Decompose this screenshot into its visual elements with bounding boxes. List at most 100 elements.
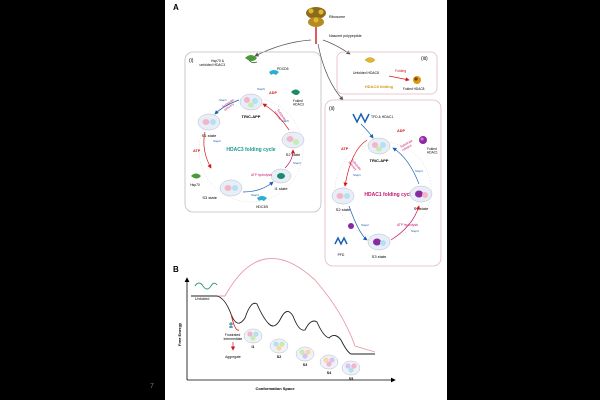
x-axis-label: Conformation Space: [255, 386, 295, 391]
ribosome-icon: [306, 7, 326, 27]
state-label-4: S4: [327, 371, 331, 375]
hdac1-panel: [324, 99, 442, 267]
hdac1-tric-chaperonin: [367, 137, 391, 155]
figure-canvas: A Ribosome Nascent polypeptide (i): [173, 3, 442, 391]
hdac3-i1-chaperonin: [270, 168, 292, 184]
state-chaperonin-4: [319, 354, 339, 370]
hdac1-adp-label: ADP: [397, 129, 405, 133]
hdac1-tric-label: TRiC-APP: [370, 158, 389, 163]
hdac1-arrow-4: [392, 147, 420, 185]
folded-hdac1-line2: HDAC1: [427, 151, 438, 155]
panel-b-label: B: [173, 265, 179, 274]
hdac3-panel: [184, 51, 322, 213]
figure: A Ribosome Nascent polypeptide (i): [165, 0, 447, 400]
hdc35-icon: [257, 196, 267, 201]
hsp70-bottom-icon: [191, 173, 201, 179]
hdac3-cycle-title: HDAC3 folding cycle: [226, 147, 275, 153]
frustrated-label: Frustrated intermediate: [224, 333, 243, 341]
hdac1-arrow-1: [343, 139, 368, 187]
hsp70-hdac3-line2: unfolded HDAC3: [200, 63, 226, 67]
hdac3-atp-label: ATP: [193, 149, 201, 153]
pdcd5-icon: [269, 70, 279, 75]
folded-hdac3-icon: [291, 89, 300, 95]
folded-hdac8-icon: [413, 76, 421, 84]
hdac1-s3-label: S3 state: [372, 254, 387, 259]
state-chaperonin-5: [341, 360, 361, 376]
state-label-3: S3: [303, 363, 307, 367]
folded-hdac8-label: Folded HDAC8: [403, 87, 425, 91]
hdac3-s1-label: S1 state: [202, 133, 217, 138]
state-label-2: S2: [277, 355, 281, 359]
energy-curve-uncatalyzed: [191, 258, 376, 353]
state-chaperonin-2: [269, 338, 289, 354]
folded-hdac1-label: Folded HDAC1: [427, 147, 438, 155]
hdac1-substrate-line2: release: [401, 143, 412, 152]
hdac3-arrow-2: [203, 131, 212, 169]
arrow-to-hdac3: [254, 39, 312, 57]
energy-curve-catalyzed: [191, 295, 375, 355]
page-mark: 7: [150, 383, 154, 390]
hdac8-folding-label: Folding: [395, 69, 406, 73]
state-label-1: I1: [252, 345, 255, 349]
hdac1-substrate-line1: Substrate: [400, 138, 414, 148]
hdac3-s2-label: S2 state: [286, 152, 301, 157]
unfolded-hdac8-label: Unfolded HDAC8: [353, 71, 379, 75]
hdac3-s2-chaperonin: [281, 131, 305, 149]
nascent-label: Nascent polypeptide: [329, 34, 362, 38]
hdac1-intermediate-icon: [348, 223, 354, 229]
hsp70-hdac3-label: Hsp70 & unfolded HDAC3: [200, 59, 226, 67]
hdac3-step-1: Step1: [219, 98, 227, 102]
frustrated-intermediate-icon: [229, 322, 233, 328]
folded-hdac3-line2: HDAC3: [293, 103, 304, 107]
hdac3-substrate-line1: Substrate: [276, 108, 287, 122]
hdac8-cycle-title: HDAC8 folding: [365, 84, 394, 89]
pfd-icon: [334, 236, 348, 246]
folded-hdac1-icon: [419, 136, 427, 144]
hsp70-bottom-label: Hsp70: [190, 183, 200, 187]
hdac1-step-3: Step3: [411, 229, 419, 233]
hdc35-label: HDC3/5: [256, 205, 268, 209]
hdac1-s1-chaperonin: [409, 185, 433, 203]
hdac1-s2-chaperonin: [331, 187, 355, 205]
hdac3-cycle-ring: [198, 97, 304, 203]
panel-a-label: A: [173, 3, 179, 12]
hdac8-roman: (iii): [421, 56, 428, 62]
folded-hdac1-line1: Folded: [427, 147, 437, 151]
frustrated-line1: Frustrated: [225, 333, 241, 337]
hdac3-step-5: Step5: [281, 119, 289, 123]
hdac3-arrow-3: [242, 181, 274, 193]
folded-hdac3-label: Folded HDAC3: [293, 99, 304, 107]
hdac3-tric-chaperonin: [239, 93, 263, 111]
hdac3-s1-chaperonin: [197, 113, 221, 131]
hsp70-hdac3-icon: [245, 55, 258, 64]
tfd-hdac1-icon: [352, 112, 370, 124]
hdac3-s3-label: S3 state: [202, 195, 217, 200]
hdac1-s2-label: S2 state: [336, 207, 351, 212]
hdac1-step-1: Step1: [353, 173, 361, 177]
hdac3-adp-label: ADP: [269, 91, 277, 95]
ribosome-label: Ribosome: [329, 15, 345, 19]
hdac3-step-6: Step6: [257, 87, 265, 91]
state-chaperonin-1: [243, 328, 263, 344]
unfolded-label: Unfolded: [195, 297, 209, 301]
hdac8-panel: [336, 51, 438, 95]
pfd-label: PFD: [338, 253, 345, 257]
hdac3-roman: (i): [189, 58, 194, 64]
hdac3-step-3: Step3: [251, 193, 259, 197]
hdac3-tric-label: TRiC-APP: [242, 114, 261, 119]
energy-red-dip: [230, 313, 240, 331]
state-label-5: S5: [349, 377, 353, 381]
hdac1-step-2: Step2: [361, 223, 369, 227]
hdac3-arrow-5: [262, 103, 290, 131]
hdac1-s1-label: S1 state: [414, 206, 429, 211]
frustrated-line2: intermediate: [224, 337, 243, 341]
hsp70-hdac3-line1: Hsp70 &: [211, 59, 225, 63]
pdcd5-label: PDCD5: [277, 67, 289, 71]
hdac1-roman: (ii): [329, 106, 335, 112]
state-chaperonin-3: [295, 346, 315, 362]
hdac1-cycle-title: HDAC1 folding cycle: [364, 192, 413, 198]
hdac1-arrow-3: [390, 205, 421, 241]
hdac1-atp-hydrolysis: ATP hydrolysis: [397, 223, 418, 227]
